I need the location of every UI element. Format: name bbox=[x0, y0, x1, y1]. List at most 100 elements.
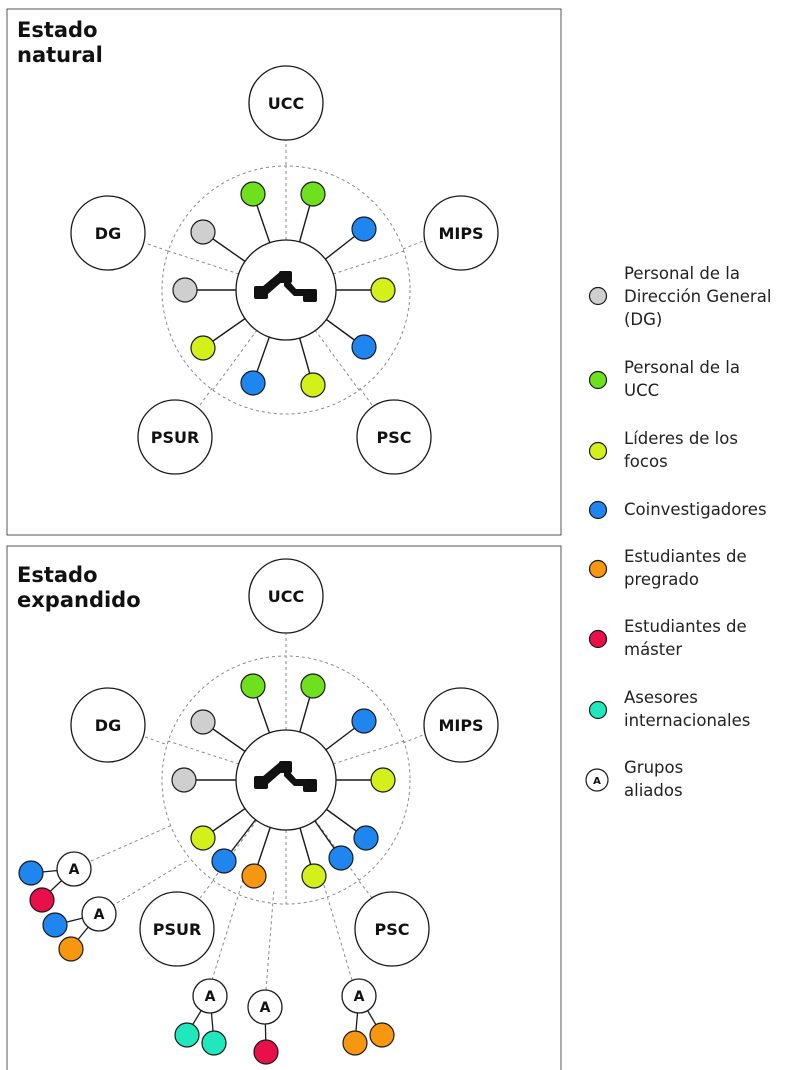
allied-member-coinvestigator bbox=[42, 912, 68, 938]
panel-title-line-2: expandido bbox=[17, 588, 141, 612]
org-ucc-label: UCC bbox=[268, 587, 304, 606]
legend-allied-symbol: A bbox=[593, 776, 601, 787]
org-dg-label: DG bbox=[95, 716, 121, 735]
org-psur-label: PSUR bbox=[153, 920, 202, 939]
legend-swatch-ucc bbox=[588, 370, 608, 390]
legend-label-line: Estudiantes de bbox=[624, 617, 747, 636]
legend-swatch-allied bbox=[585, 768, 609, 792]
org-psc-circle bbox=[356, 399, 432, 475]
legend-label-line: Grupos bbox=[624, 758, 683, 777]
legend-label-line: Personal de la bbox=[624, 264, 740, 283]
org-mips-circle bbox=[423, 687, 499, 763]
legend-label-line: Asesores bbox=[624, 688, 698, 707]
legend-swatch-leaders bbox=[588, 441, 608, 461]
member-leader bbox=[301, 863, 327, 889]
org-mips-circle bbox=[423, 195, 499, 271]
legend-label-line: aliados bbox=[624, 781, 683, 800]
legend-item-undergrad: Estudiantes de pregrado bbox=[588, 547, 747, 589]
allied-group-circle bbox=[192, 978, 228, 1014]
member-coinvestigator bbox=[211, 848, 237, 874]
member-ucc bbox=[240, 181, 266, 207]
legend-label-line: (DG) bbox=[624, 310, 662, 329]
member-ucc bbox=[300, 673, 326, 699]
allied-group-label: A bbox=[94, 907, 105, 923]
org-ucc-circle bbox=[248, 65, 324, 141]
allied-member-undergrad bbox=[58, 936, 84, 962]
legend-swatch-advisors bbox=[588, 700, 608, 720]
legend-label-line: Coinvestigadores bbox=[624, 500, 767, 519]
allied-group-label: A bbox=[205, 989, 216, 1005]
org-psur-circle bbox=[139, 891, 215, 967]
legend-item-master: Estudiantes de máster bbox=[588, 617, 747, 659]
org-mips-label: MIPS bbox=[438, 224, 483, 243]
allied-member-master bbox=[253, 1039, 279, 1065]
member-leader bbox=[300, 372, 326, 398]
member-coinvestigator bbox=[328, 845, 354, 871]
hub-circle bbox=[235, 729, 337, 831]
member-coinvestigator bbox=[353, 825, 379, 851]
org-ucc-label: UCC bbox=[268, 94, 304, 113]
allied-group-label: A bbox=[354, 989, 365, 1005]
allied-member-advisor bbox=[174, 1022, 200, 1048]
member-dg bbox=[190, 709, 216, 735]
legend: Personal de la Dirección General (DG) Pe… bbox=[585, 264, 771, 800]
member-undergrad bbox=[241, 863, 267, 889]
org-psc-circle bbox=[354, 891, 430, 967]
organizations: UCC MIPS PSC PSUR DG bbox=[70, 558, 499, 967]
legend-item-leaders: Líderes de los focos bbox=[588, 429, 738, 471]
allied-member-undergrad bbox=[342, 1030, 368, 1056]
allied-group-circle bbox=[341, 978, 377, 1014]
legend-label-line: focos bbox=[624, 452, 668, 471]
allied-member-advisor bbox=[201, 1030, 227, 1056]
allied-group-circle bbox=[247, 989, 283, 1025]
allied-member-master bbox=[29, 887, 55, 913]
legend-item-coinvestigators: Coinvestigadores bbox=[588, 500, 767, 520]
org-connectors bbox=[90, 632, 424, 991]
member-leader bbox=[190, 825, 216, 851]
legend-item-dg: Personal de la Dirección General (DG) bbox=[588, 264, 771, 329]
panel-title-line-2: natural bbox=[17, 43, 103, 67]
org-psur-label: PSUR bbox=[151, 428, 200, 447]
org-mips-label: MIPS bbox=[438, 716, 483, 735]
panel-natural: Estado natural bbox=[6, 8, 562, 536]
member-dg bbox=[171, 767, 197, 793]
org-connectors bbox=[147, 138, 424, 406]
legend-swatch-coinvestigators bbox=[588, 500, 608, 520]
legend-label-line: Líderes de los bbox=[624, 429, 738, 448]
org-dg-circle bbox=[70, 687, 146, 763]
ring-sector-dividers bbox=[167, 166, 405, 391]
member-leader bbox=[370, 767, 396, 793]
hub-circle bbox=[235, 239, 337, 341]
member-coinvestigator bbox=[240, 370, 266, 396]
legend-label-line: Estudiantes de bbox=[624, 547, 747, 566]
allied-group-circle bbox=[81, 896, 117, 932]
allied-group: A bbox=[341, 978, 395, 1056]
hub-logo-icon bbox=[254, 271, 317, 302]
member-ucc bbox=[300, 181, 326, 207]
hub-logo-icon bbox=[254, 761, 317, 792]
legend-label-line: Personal de la bbox=[624, 358, 740, 377]
org-psur-circle bbox=[137, 399, 213, 475]
allied-group: A bbox=[18, 851, 92, 913]
legend-item-ucc: Personal de la UCC bbox=[588, 358, 740, 400]
members bbox=[172, 181, 396, 398]
allied-group: A bbox=[247, 989, 283, 1065]
member-coinvestigator bbox=[351, 708, 377, 734]
legend-label-line: máster bbox=[624, 640, 682, 659]
member-leader bbox=[190, 335, 216, 361]
legend-label-line: Dirección General bbox=[624, 287, 771, 306]
org-dg-label: DG bbox=[95, 224, 121, 243]
allied-groups: A A A bbox=[18, 851, 395, 1065]
allied-group-label: A bbox=[69, 862, 80, 878]
legend-item-allied-groups: A Grupos aliados bbox=[585, 758, 683, 800]
legend-label-line: internacionales bbox=[624, 711, 750, 730]
legend-swatch-dg bbox=[588, 286, 608, 306]
allied-group: A bbox=[174, 978, 228, 1056]
org-psc-label: PSC bbox=[375, 920, 410, 939]
organizations: UCC MIPS PSC PSUR DG bbox=[70, 65, 499, 475]
member-leader bbox=[370, 277, 396, 303]
members bbox=[171, 673, 396, 889]
allied-member-undergrad bbox=[369, 1022, 395, 1048]
member-ucc bbox=[240, 673, 266, 699]
